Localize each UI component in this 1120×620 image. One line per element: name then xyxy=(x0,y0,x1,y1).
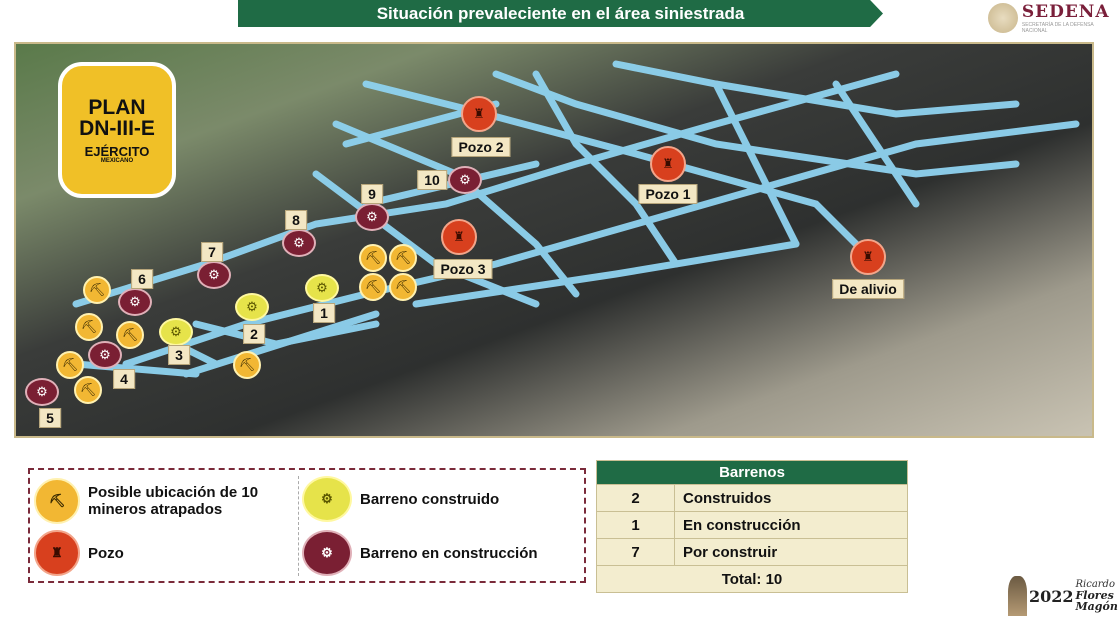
barreno-6-label: 6 xyxy=(131,269,153,289)
pozo-2-marker[interactable]: ♜ xyxy=(461,96,497,132)
miner-marker[interactable]: ⛏ xyxy=(389,244,417,272)
barreno-9-label: 9 xyxy=(361,184,383,204)
legend-cons: ⚙Barreno en construcción xyxy=(302,530,538,576)
barreno-3-marker[interactable]: ⚙ xyxy=(159,318,193,346)
barreno-1-label: 1 xyxy=(313,303,335,323)
miner-marker[interactable]: ⛏ xyxy=(83,276,111,304)
barreno-6-marker[interactable]: ⚙ xyxy=(118,288,152,316)
miner-marker[interactable]: ⛏ xyxy=(233,351,261,379)
slide-title: Situación prevaleciente en el área sinie… xyxy=(376,3,745,23)
footer-pre: Ricardo xyxy=(1075,579,1115,590)
pozo-3-label: Pozo 3 xyxy=(433,259,493,279)
barreno-10-marker[interactable]: ⚙ xyxy=(448,166,482,194)
legend-built: ⚙Barreno construido xyxy=(302,476,499,522)
pozo-3-marker[interactable]: ♜ xyxy=(441,219,477,255)
miner-marker[interactable]: ⛏ xyxy=(389,273,417,301)
barreno-5-label: 5 xyxy=(39,408,61,428)
miner-marker[interactable]: ⛏ xyxy=(359,244,387,272)
barreno-9-marker[interactable]: ⚙ xyxy=(355,203,389,231)
legend-pozo: ♜Pozo xyxy=(34,530,124,576)
miner-marker[interactable]: ⛏ xyxy=(56,351,84,379)
barreno-1-marker[interactable]: ⚙ xyxy=(305,274,339,302)
barreno-built-icon: ⚙ xyxy=(302,476,352,522)
barreno-4-marker[interactable]: ⚙ xyxy=(88,341,122,369)
barreno-8-label: 8 xyxy=(285,210,307,230)
logo-text: SEDENA xyxy=(1021,2,1110,22)
pozo-icon: ♜ xyxy=(34,530,80,576)
legend-divider xyxy=(298,476,299,576)
barreno-7-marker[interactable]: ⚙ xyxy=(197,261,231,289)
barreno-5-marker[interactable]: ⚙ xyxy=(25,378,59,406)
miner-marker[interactable]: ⛏ xyxy=(75,313,103,341)
pozo-1-label: Pozo 1 xyxy=(638,184,698,204)
miner-marker[interactable]: ⛏ xyxy=(116,321,144,349)
legend-miners: ⛏Posible ubicación de 10 mineros atrapad… xyxy=(34,478,284,524)
pozo-2-label: Pozo 2 xyxy=(451,137,511,157)
pozo-alivio-label: De alivio xyxy=(832,279,904,299)
miner-marker[interactable]: ⛏ xyxy=(74,376,102,404)
portrait-icon xyxy=(1008,576,1027,616)
footer-year: 2022 xyxy=(1028,586,1074,606)
miner-marker[interactable]: ⛏ xyxy=(359,273,387,301)
barreno-7-label: 7 xyxy=(201,242,223,262)
legend: ⛏Posible ubicación de 10 mineros atrapad… xyxy=(28,468,586,583)
table-title: Barrenos xyxy=(596,460,908,485)
seal-icon xyxy=(988,3,1018,33)
tunnels xyxy=(72,60,1080,378)
table-total: Total: 10 xyxy=(596,565,908,593)
pozo-alivio-marker[interactable]: ♜ xyxy=(850,239,886,275)
barreno-cons-icon: ⚙ xyxy=(302,530,352,576)
barreno-10-label: 10 xyxy=(417,170,447,190)
barreno-8-marker[interactable]: ⚙ xyxy=(282,229,316,257)
barreno-2-marker[interactable]: ⚙ xyxy=(235,293,269,321)
logo-subtext: SECRETARÍA DE LA DEFENSA NACIONAL xyxy=(1021,22,1094,34)
barreno-2-label: 2 xyxy=(243,324,265,344)
slide-title-banner: Situación prevaleciente en el área sinie… xyxy=(238,0,883,27)
footer-name: Flores Magón xyxy=(1075,589,1118,613)
barreno-4-label: 4 xyxy=(113,369,135,389)
barreno-3-label: 3 xyxy=(168,345,190,365)
pozo-1-marker[interactable]: ♜ xyxy=(650,146,686,182)
miner-icon: ⛏ xyxy=(34,478,80,524)
